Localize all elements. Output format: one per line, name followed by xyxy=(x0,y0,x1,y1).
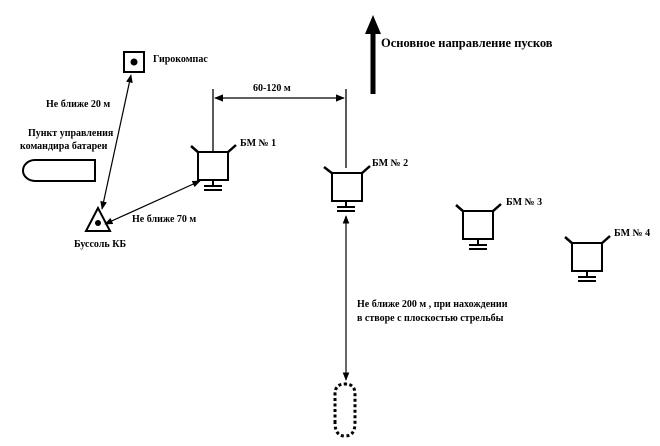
launcher-icon-bm4 xyxy=(564,235,611,282)
command-post-vehicle-icon xyxy=(22,159,96,182)
compass-icon xyxy=(84,205,112,232)
spacing-dimension xyxy=(212,89,347,168)
launcher-icon-bm2 xyxy=(323,165,371,212)
vehicle-distance-label-line1: Не ближе 200 м , при нахождении xyxy=(357,299,508,310)
vehicle-distance-label-line2: в створе с плоскостью стрельбы xyxy=(357,313,504,324)
direction-label: Основное направление пусков xyxy=(381,36,553,50)
launcher-icon-bm3 xyxy=(455,203,502,250)
command-post-label-line1: Пункт управления xyxy=(28,128,114,139)
compass-distance-label: Не ближе 70 м xyxy=(132,214,196,225)
launcher-icon-bm1 xyxy=(190,144,237,191)
gyrocompass-icon xyxy=(123,51,145,73)
compass-label: Буссоль КБ xyxy=(74,239,126,250)
launcher-label-bm1: БМ № 1 xyxy=(240,138,276,149)
launcher-label-bm2: БМ № 2 xyxy=(372,158,408,169)
transport-vehicle-icon xyxy=(333,382,357,438)
command-post-label-line2: командира батареи xyxy=(20,141,108,152)
main-direction-arrow xyxy=(365,15,381,94)
launcher-label-bm4: БМ № 4 xyxy=(614,228,650,239)
gyro-distance-label: Не ближе 20 м xyxy=(46,99,110,110)
gyrocompass-label: Гирокомпас xyxy=(153,54,208,65)
compass-distance-line xyxy=(104,180,201,225)
launcher-label-bm3: БМ № 3 xyxy=(506,197,542,208)
spacing-label: 60-120 м xyxy=(253,83,291,94)
